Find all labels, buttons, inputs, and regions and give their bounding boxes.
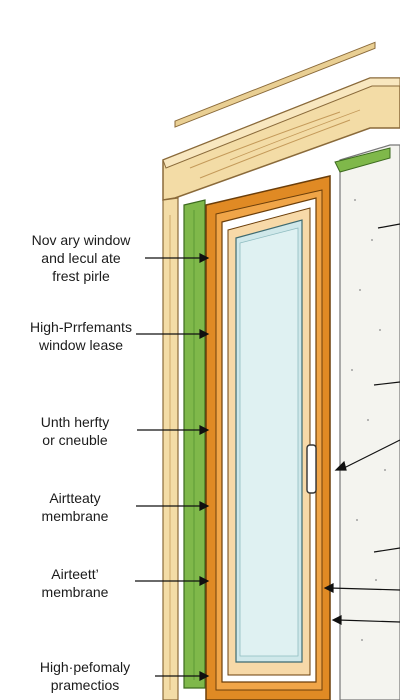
callout-3-line-2: or cneuble [42, 432, 108, 448]
callout-label-5: Airteett’ membrane [0, 565, 150, 601]
callout-3-line-1: Unth herfty [40, 414, 110, 430]
callout-4-line-1: Airtteaty [49, 490, 101, 506]
wall-post [162, 197, 179, 700]
callout-5-line-1: Airteett’ [51, 566, 99, 582]
callout-1-line-3: frest pirle [52, 268, 110, 284]
left-leaders [135, 253, 210, 681]
callout-4-line-2: membrane [41, 508, 109, 524]
callout-label-1: Nov ary window and lecul ate frest pirle [0, 231, 162, 285]
callout-6-line-1: High·pefomaly [39, 659, 131, 675]
callout-1-line-1: Nov ary window [31, 232, 131, 248]
callout-label-6: High·pefomaly pramectios [0, 658, 170, 694]
right-leaders [323, 223, 400, 625]
callout-label-3: Unth herfty or cneuble [0, 413, 150, 449]
airtight-membrane [183, 147, 391, 689]
insulation-wall [339, 144, 400, 700]
glass-pane [235, 219, 303, 663]
callout-2-line-2: window lease [38, 337, 124, 353]
window-handle-icon [306, 444, 317, 494]
callout-2-line-1: High-Prrfemants [30, 319, 132, 335]
callout-label-2: High-Prrfemants window lease [0, 318, 162, 354]
callout-1-line-2: and lecul ate [41, 250, 121, 266]
timber-header [162, 41, 400, 201]
callout-5-line-2: membrane [41, 584, 109, 600]
callout-6-line-2: pramectios [50, 677, 120, 693]
callout-label-4: Airtteaty membrane [0, 489, 150, 525]
